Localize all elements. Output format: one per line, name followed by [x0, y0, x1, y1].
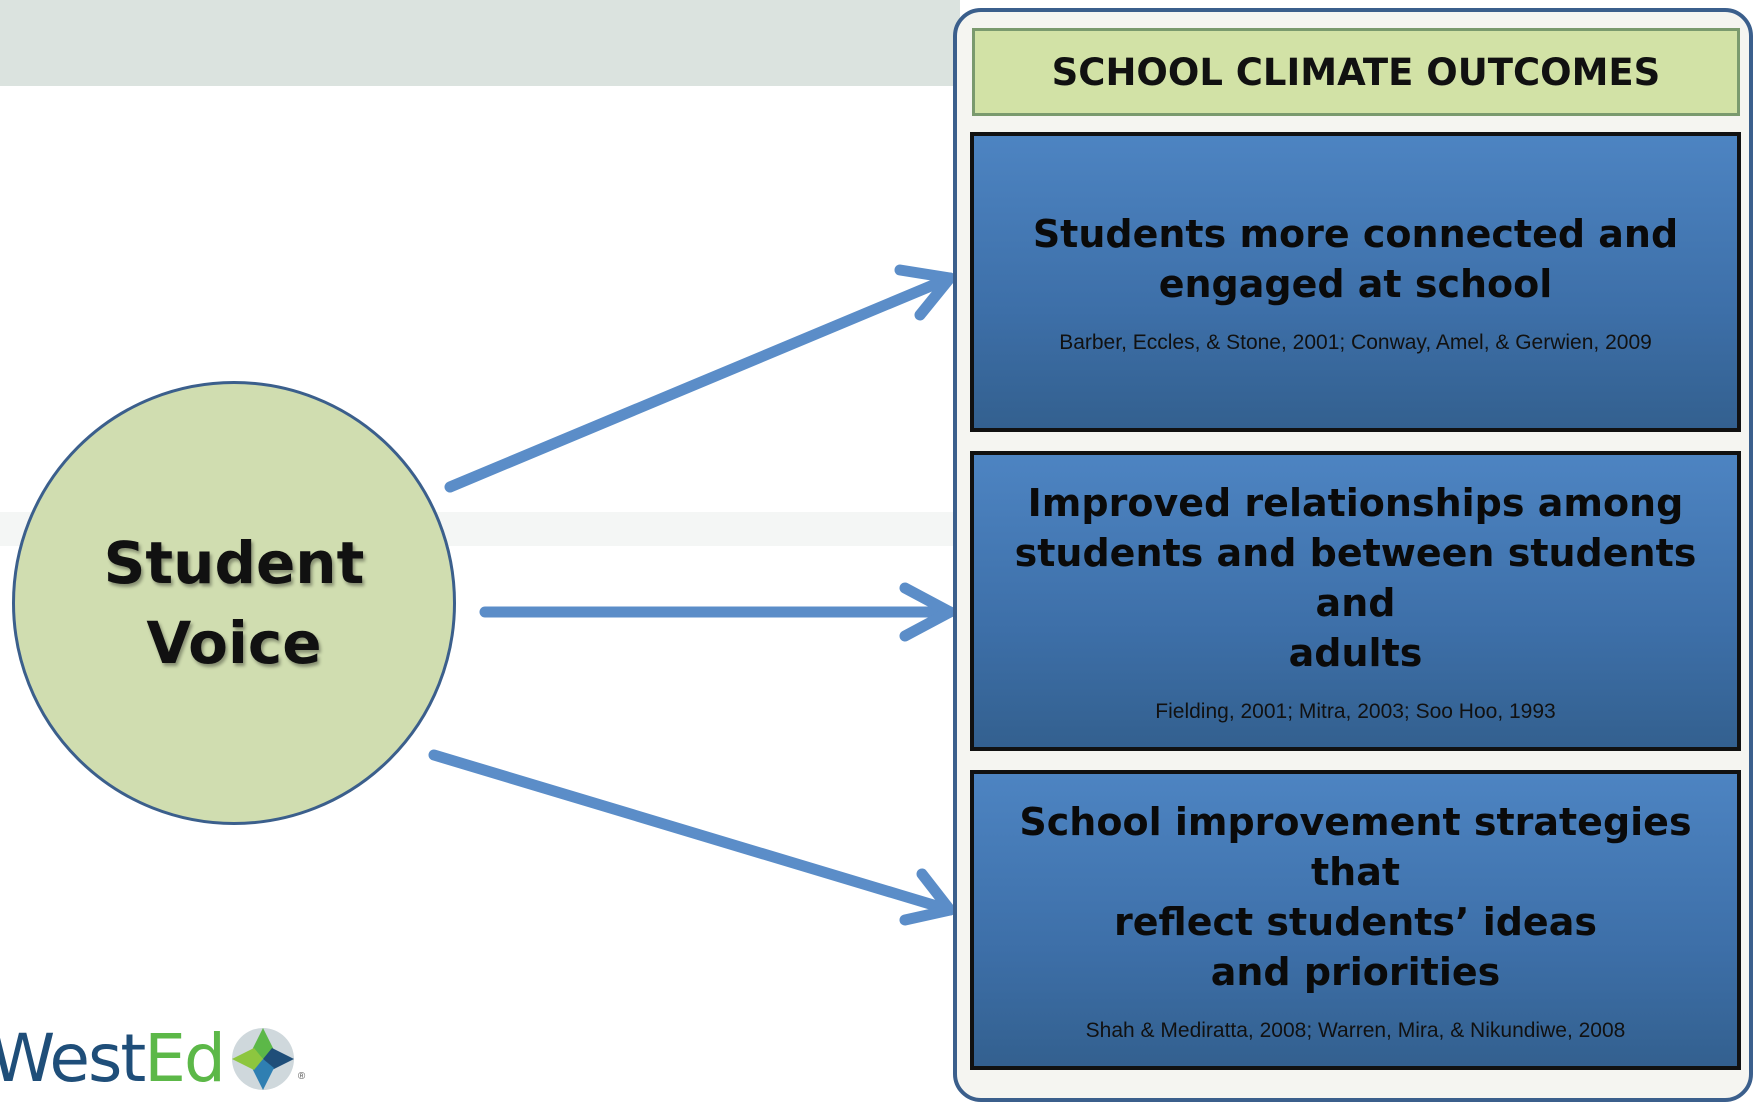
- outcome-citation: Barber, Eccles, & Stone, 2001; Conway, A…: [1059, 331, 1652, 354]
- arrow-to-outcome-2: [479, 582, 956, 642]
- outcomes-header-label: SCHOOL CLIMATE OUTCOMES: [1051, 50, 1661, 94]
- outcome-citation: Fielding, 2001; Mitra, 2003; Soo Hoo, 19…: [1155, 700, 1556, 723]
- logo-text-ed: Ed: [144, 1020, 226, 1097]
- outcome-box-connected: Students more connected and engaged at s…: [970, 132, 1741, 432]
- wested-globe-icon: [231, 1028, 294, 1090]
- outcome-box-strategies: School improvement strategies that refle…: [970, 770, 1741, 1070]
- student-voice-circle: Student Voice: [12, 381, 456, 825]
- outcome-title: Students more connected and engaged at s…: [1032, 212, 1679, 306]
- arrow-to-outcome-1: [444, 264, 956, 493]
- arrow-to-outcome-3: [428, 749, 956, 926]
- outcome-box-relationships: Improved relationships among students an…: [970, 451, 1741, 751]
- top-banner: [0, 0, 960, 86]
- student-voice-label: Student Voice: [103, 529, 365, 677]
- arrows: [428, 264, 956, 926]
- registered-mark: ®: [297, 1071, 306, 1082]
- outcome-title: School improvement strategies that refle…: [1019, 800, 1692, 994]
- outcome-title: Improved relationships among students an…: [1014, 481, 1697, 675]
- outcome-citation: Shah & Mediratta, 2008; Warren, Mira, & …: [1085, 1019, 1626, 1042]
- wested-logo: West Ed ®: [0, 1024, 305, 1094]
- outcomes-header: SCHOOL CLIMATE OUTCOMES: [972, 28, 1740, 116]
- logo-text-west: West: [0, 1020, 146, 1097]
